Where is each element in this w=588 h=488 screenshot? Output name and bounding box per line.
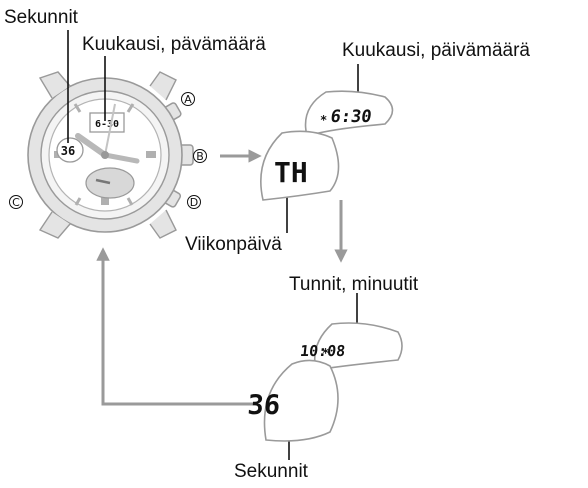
date-display-marker: * xyxy=(320,113,327,127)
date-display: * 6:30 xyxy=(304,90,394,138)
button-d-badge: D xyxy=(187,195,201,209)
svg-text:C: C xyxy=(12,196,20,209)
lug-top-left xyxy=(38,71,71,99)
arrow-seconds-back-to-watch xyxy=(96,247,258,406)
lug-bottom-left xyxy=(38,211,71,239)
hour-hand xyxy=(75,133,108,158)
label-month-day-mode: Kuukausi, päivämäärä xyxy=(342,40,530,61)
svg-text:B: B xyxy=(196,150,204,163)
label-month-day-watch: Kuukausi, pävämäärä xyxy=(82,34,266,55)
button-b-badge: B xyxy=(193,149,207,163)
watch-seconds-window xyxy=(56,137,84,163)
watch-seconds-value: 36 xyxy=(61,144,75,158)
seconds-display: 36 xyxy=(247,359,339,442)
weekday-display: TH xyxy=(260,130,340,201)
label-hours-minutes: Tunnit, minuutit xyxy=(289,274,419,295)
time-display-value: 10:08 xyxy=(299,342,346,360)
subdial-hand xyxy=(95,178,111,185)
seconds-display-outline xyxy=(263,359,339,442)
date-display-outline xyxy=(304,90,394,138)
weekday-display-value: TH xyxy=(274,156,308,189)
time-display-marker: * xyxy=(322,346,329,360)
date-display-value: 6:30 xyxy=(329,107,373,127)
lug-top-right xyxy=(149,71,177,101)
marker-11 xyxy=(73,103,82,113)
hand-pivot xyxy=(101,151,109,159)
seconds-display-value: 36 xyxy=(247,390,282,421)
second-hand xyxy=(104,103,116,156)
watch-date-value: 6-30 xyxy=(95,119,119,130)
label-seconds-top: Sekunnit xyxy=(4,7,79,28)
minute-hand xyxy=(102,152,140,164)
watch-date-window xyxy=(89,112,125,133)
weekday-display-outline xyxy=(260,130,340,201)
svg-text:D: D xyxy=(190,196,198,209)
button-c-badge: C xyxy=(9,195,23,209)
marker-7 xyxy=(74,197,82,206)
button-a-badge: A xyxy=(181,92,195,106)
marker-1 xyxy=(126,103,135,113)
marker-6 xyxy=(101,196,109,205)
label-weekday: Viikonpäivä xyxy=(185,234,282,255)
marker-5 xyxy=(126,197,134,206)
marker-3 xyxy=(146,151,156,158)
lug-bottom-right xyxy=(149,209,177,239)
time-display: * 10:08 xyxy=(299,322,403,371)
label-seconds-bottom: Sekunnit xyxy=(234,461,309,482)
svg-text:A: A xyxy=(184,93,192,106)
watch: 6-30 36 xyxy=(27,71,194,239)
time-display-outline xyxy=(313,322,403,371)
